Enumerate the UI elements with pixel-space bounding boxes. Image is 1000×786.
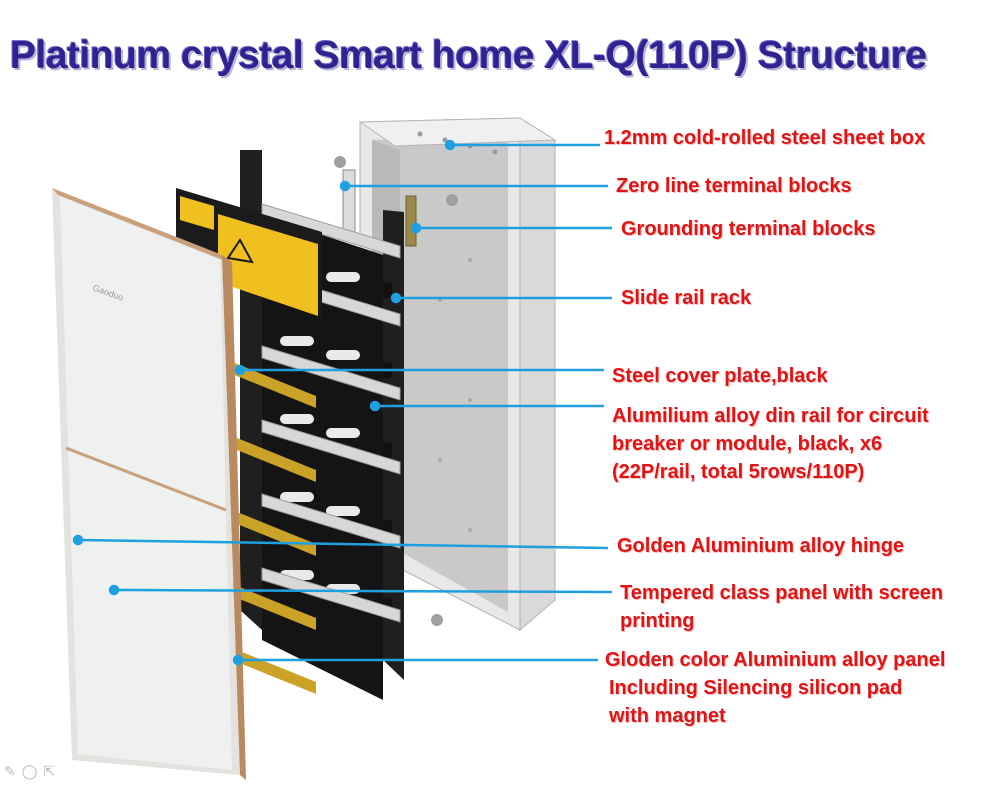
warning-label-plate xyxy=(176,188,322,318)
label-slide-rail: Slide rail rack xyxy=(621,284,751,312)
pointer-icon[interactable]: ⇱ xyxy=(43,763,56,779)
label-line: 1.2mm cold-rolled steel sheet box xyxy=(604,127,926,149)
label-line: Gloden color Aluminium alloy panel xyxy=(605,649,946,671)
label-zero-line: Zero line terminal blocks xyxy=(616,172,852,200)
label-line: Slide rail rack xyxy=(621,287,752,309)
din-rails xyxy=(261,203,401,623)
eraser-icon[interactable]: ◯ xyxy=(21,763,38,779)
label-steel-box: 1.2mm cold-rolled steel sheet box xyxy=(604,124,925,152)
annotation-toolbar: ✎ ◯ ⇱ xyxy=(4,763,55,780)
label-line: printing xyxy=(620,610,695,632)
label-line: Including Silencing silicon pad xyxy=(609,677,903,699)
label-line: Tempered class panel with screen xyxy=(620,582,944,604)
label-hinge: Golden Aluminium alloy hinge xyxy=(617,532,904,560)
diagram-title: Platinum crystal Smart home XL-Q(110P) S… xyxy=(10,34,927,77)
label-grounding: Grounding terminal blocks xyxy=(621,215,875,243)
label-alu-panel: Gloden color Aluminium alloy panel Inclu… xyxy=(605,646,945,730)
label-line: Grounding terminal blocks xyxy=(621,218,876,240)
label-glass-panel: Tempered class panel with screen printin… xyxy=(620,579,943,635)
pen-icon[interactable]: ✎ xyxy=(4,763,16,779)
label-line: Zero line terminal blocks xyxy=(616,175,852,197)
tempered-glass-door xyxy=(52,188,246,780)
label-line: with magnet xyxy=(609,705,726,727)
leader-lines xyxy=(72,139,613,666)
label-line: (22P/rail, total 5rows/110P) xyxy=(612,461,865,483)
label-cover-plate: Steel cover plate,black xyxy=(612,362,828,390)
label-line: Golden Aluminium alloy hinge xyxy=(617,535,905,557)
label-line: breaker or module, black, x6 xyxy=(612,433,883,455)
label-line: Steel cover plate,black xyxy=(612,365,828,387)
label-line: Alumilium alloy din rail for circuit xyxy=(612,405,929,427)
label-din-rail: Alumilium alloy din rail for circuit bre… xyxy=(612,402,929,486)
